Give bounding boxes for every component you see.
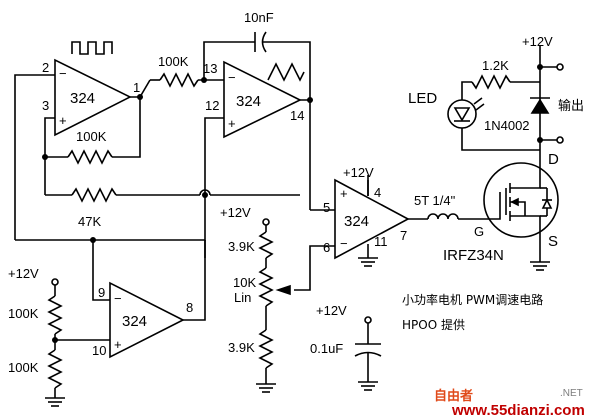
- svg-text:−: −: [228, 70, 236, 85]
- svg-text:+: +: [114, 337, 122, 352]
- opamp-u2-label: 324: [236, 93, 261, 110]
- inductor-label: 5T 1/4": [414, 193, 456, 208]
- watermark-suffix: .NET: [560, 388, 583, 399]
- capacitor-int-label: 10nF: [244, 10, 274, 25]
- resistor-bot-label: 3.9K: [228, 340, 255, 355]
- resistor-div-bot: [47, 349, 63, 389]
- supply-pot: +12V: [220, 205, 251, 220]
- watermark-brand: 自由者: [434, 388, 473, 404]
- resistor-fb1: [67, 149, 113, 165]
- opamp-u3-pin-gnd: 11: [374, 234, 388, 249]
- opamp-u4: 324 − + 9 10 8: [92, 281, 193, 359]
- resistor-led: [471, 74, 511, 90]
- mosfet-drain-label: D: [548, 151, 559, 168]
- pot-label: 10K: [233, 275, 256, 290]
- pot-type-label: Lin: [234, 290, 251, 305]
- mosfet-label: IRFZ34N: [443, 247, 504, 264]
- opamp-u2: 324 − + 13 12 14: [203, 60, 304, 139]
- svg-text:+: +: [228, 116, 236, 131]
- resistor-div-bot-label: 100K: [8, 360, 39, 375]
- opamp-u3-label: 324: [344, 213, 369, 230]
- output-label: 输出: [558, 98, 584, 113]
- opamp-u3-pin-vcc: 4: [374, 185, 381, 200]
- square-wave-icon: [71, 41, 113, 55]
- mosfet-gate-label: G: [474, 224, 484, 239]
- opamp-u1: 324 − + 2 3 1: [42, 58, 140, 137]
- svg-text:+: +: [59, 113, 67, 128]
- opamp-u4-pin-inv: 9: [98, 285, 105, 300]
- resistor-in-label: 100K: [158, 54, 189, 69]
- supply-cap: +12V: [316, 303, 347, 318]
- opamp-u1-label: 324: [70, 90, 95, 107]
- inductor: [427, 213, 459, 220]
- opamp-u2-pin-out: 14: [290, 108, 304, 123]
- svg-text:−: −: [114, 291, 122, 306]
- opamp-u3-pin-noninv: 5: [323, 200, 330, 215]
- caption-title: 小功率电机 PWM调速电路: [402, 292, 543, 307]
- opamp-u3: 324 + − 5 6 7 4 11: [323, 178, 410, 260]
- opamp-u4-pin-out: 8: [186, 300, 193, 315]
- potentiometer: [258, 267, 274, 307]
- resistor-div-top-label: 100K: [8, 306, 39, 321]
- opamp-u4-pin-noninv: 10: [92, 343, 106, 358]
- opamp-u2-pin-noninv: 12: [205, 98, 219, 113]
- caption-author: HPOO 提供: [402, 317, 465, 332]
- resistor-div-top: [47, 295, 63, 335]
- opamp-u3-pin-out: 7: [400, 228, 407, 243]
- opamp-u4-label: 324: [122, 313, 147, 330]
- capacitor-dec-label: 0.1uF: [310, 341, 343, 356]
- resistor-fb2: [71, 187, 117, 203]
- svg-text:+: +: [340, 186, 348, 201]
- led-icon: [447, 97, 485, 129]
- opamp-u2-pin-inv: 13: [203, 61, 217, 76]
- resistor-top-label: 3.9K: [228, 239, 255, 254]
- svg-text:−: −: [59, 66, 67, 81]
- supply-div: +12V: [8, 266, 39, 281]
- resistor-led-label: 1.2K: [482, 58, 509, 73]
- resistor-top: [258, 231, 274, 259]
- mosfet: [483, 162, 559, 238]
- supply-u3: +12V: [343, 165, 374, 180]
- opamp-u1-pin-noninv: 3: [42, 98, 49, 113]
- mosfet-source-label: S: [548, 233, 558, 250]
- resistor-in: [159, 72, 199, 88]
- resistor-bot: [258, 329, 274, 369]
- resistor-fb1-label: 100K: [76, 129, 107, 144]
- opamp-u1-pin-inv: 2: [42, 60, 49, 75]
- resistor-fb2-label: 47K: [78, 214, 101, 229]
- watermark-site: www.55dianzi.com: [451, 402, 585, 419]
- led-label: LED: [408, 90, 437, 107]
- diode-label: 1N4002: [484, 118, 530, 133]
- supply-out: +12V: [522, 34, 553, 49]
- triangle-wave-icon: [267, 62, 305, 82]
- svg-text:−: −: [340, 236, 348, 251]
- opamp-u3-pin-inv: 6: [323, 240, 330, 255]
- opamp-u1-pin-out: 1: [133, 80, 140, 95]
